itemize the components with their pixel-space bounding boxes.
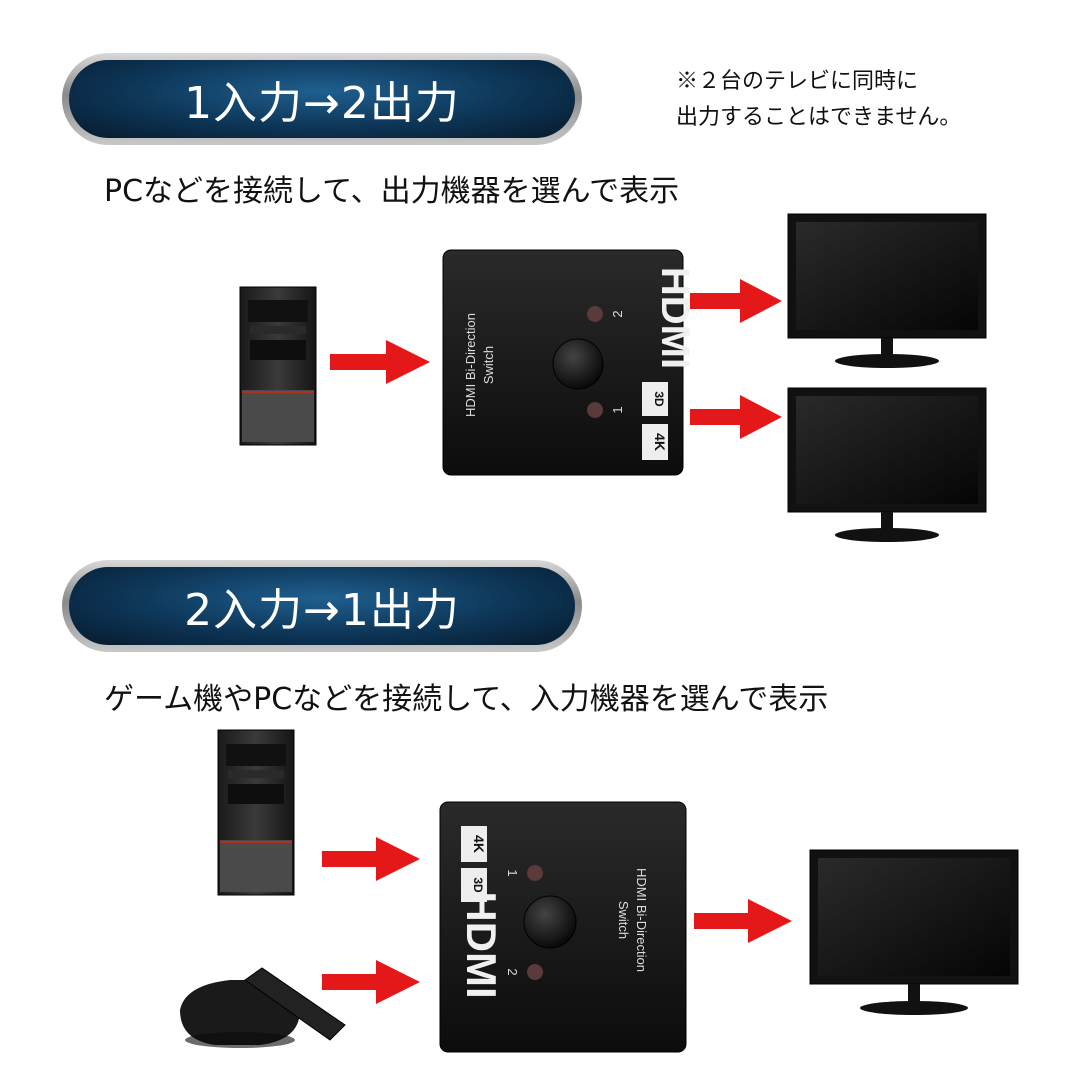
arrow-icon xyxy=(694,899,792,943)
pc-tower-icon xyxy=(239,286,317,446)
3d-badge xyxy=(461,868,487,902)
note: ※２台のテレビに同時に 出力することはできません。 xyxy=(676,64,961,136)
port1-label: 1 xyxy=(610,406,625,413)
game-console-icon xyxy=(180,967,346,1048)
model-line1: HDMI Bi-Direction xyxy=(463,313,478,417)
section2-title-pill: 2入力→1出力 xyxy=(62,560,582,652)
port2-label: 2 xyxy=(505,968,520,975)
section1-title-pill: 1入力→2出力 xyxy=(62,53,582,145)
monitor-icon xyxy=(809,849,1019,1015)
led-1 xyxy=(527,865,543,881)
arrow-icon xyxy=(690,279,782,323)
port1-label: 1 xyxy=(505,869,520,876)
arrow-icon xyxy=(322,837,420,881)
section2-subtitle: ゲーム機やPCなどを接続して、入力機器を選んで表示 xyxy=(104,682,829,717)
hdmi-switch-device: HDMI 4K 3D 1 2 HDMI Bi-Direction Switch xyxy=(439,801,687,1053)
led-2 xyxy=(587,306,603,322)
port2-label: 2 xyxy=(610,310,625,317)
led-2 xyxy=(527,964,543,980)
4k-badge xyxy=(642,424,668,460)
4k-badge xyxy=(461,826,487,862)
section1-subtitle: PCなどを接続して、出力機器を選んで表示 xyxy=(104,174,680,209)
svg-text:3D: 3D xyxy=(471,877,485,893)
hdmi-switch-device: HDMI Bi-Direction Switch 2 1 HDMI 3D 4K xyxy=(442,249,697,476)
model-line1: HDMI Bi-Direction xyxy=(634,868,649,972)
svg-text:4K: 4K xyxy=(471,835,487,853)
note-line2: 出力することはできません。 xyxy=(676,105,962,130)
hdmi-logo: HDMI xyxy=(458,891,505,998)
section1-title: 1入力→2出力 xyxy=(184,78,460,129)
arrow-icon xyxy=(322,960,420,1004)
arrow-icon xyxy=(330,340,430,384)
note-line1: ※２台のテレビに同時に xyxy=(676,69,919,94)
pc-tower-icon xyxy=(217,729,295,896)
model-line2: Switch xyxy=(616,901,631,939)
arrow-icon xyxy=(690,395,782,439)
hdmi-logo: HDMI xyxy=(653,267,697,369)
section2-title: 2入力→1出力 xyxy=(184,585,460,636)
select-button[interactable] xyxy=(523,895,577,949)
3d-badge xyxy=(642,382,668,416)
model-line2: Switch xyxy=(481,346,496,384)
select-button[interactable] xyxy=(552,338,604,390)
svg-text:3D: 3D xyxy=(652,391,666,407)
monitor-icon xyxy=(787,213,987,368)
led-1 xyxy=(587,402,603,418)
monitor-icon xyxy=(787,387,987,542)
svg-text:4K: 4K xyxy=(652,433,668,451)
